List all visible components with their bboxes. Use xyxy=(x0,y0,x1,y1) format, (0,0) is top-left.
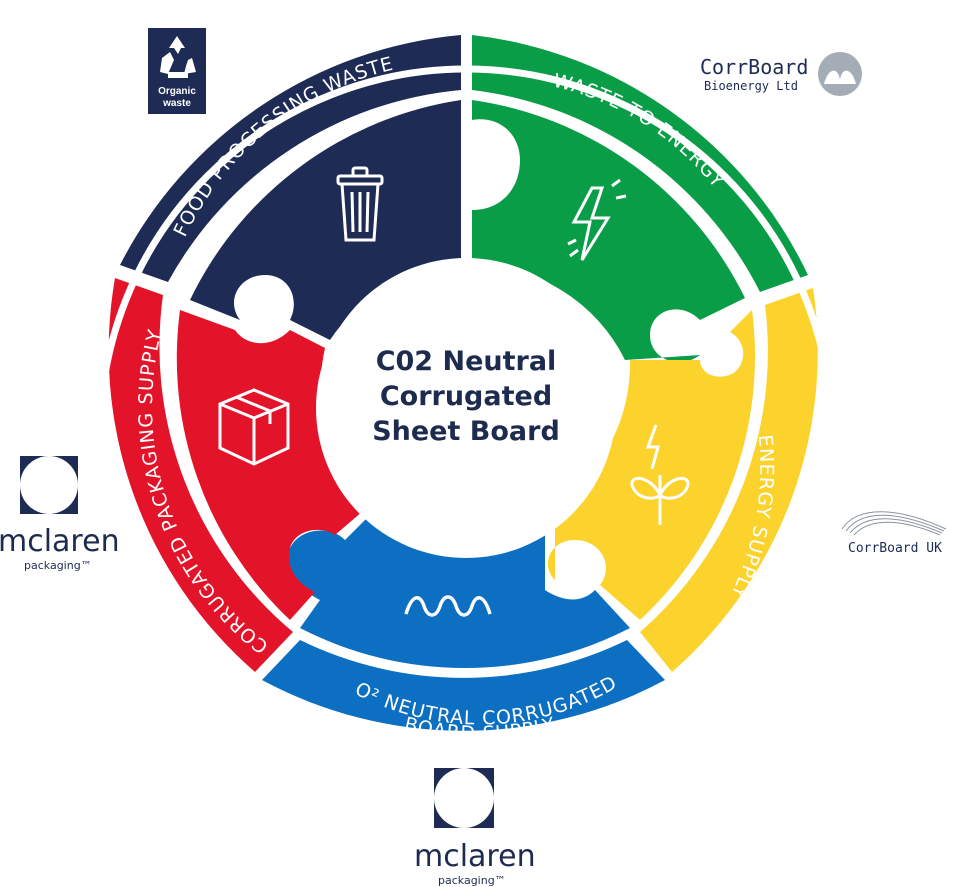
segment-energy-supply-outer xyxy=(640,288,818,672)
center-title-line-3: Sheet Board xyxy=(372,416,560,447)
trash-bin-icon xyxy=(336,166,384,242)
center-title-line-2: Corrugated xyxy=(380,381,552,412)
segment-corrugated-inner xyxy=(176,310,370,620)
corrboard-uk-logo: CorrBoard UK xyxy=(841,511,947,556)
mclaren-logo-left: mclaren packaging™ xyxy=(0,456,120,572)
segment-waste-to-energy-outer xyxy=(472,35,808,292)
mclaren-logo-bottom: mclaren packaging™ xyxy=(414,768,536,887)
mclaren-bottom-name: mclaren xyxy=(414,839,536,874)
segment-co2-board-inner xyxy=(287,510,630,669)
corrboard-bioenergy-sub: Bioenergy Ltd xyxy=(704,79,798,93)
organic-waste-logo: Organic waste xyxy=(148,28,206,114)
segment-corrugated-outer xyxy=(108,278,294,672)
corrboard-uk-wave-icon xyxy=(841,511,947,536)
segment-food-processing-outer xyxy=(120,35,461,282)
organic-waste-line-1: Organic xyxy=(158,86,196,97)
corrboard-bioenergy-logo: CorrBoard Bioenergy Ltd xyxy=(700,52,862,96)
segment-co2-board-outer xyxy=(262,640,665,731)
center-circle xyxy=(316,258,616,558)
mclaren-left-name: mclaren xyxy=(0,524,120,559)
outer-ring xyxy=(108,35,818,731)
segment-energy-supply-inner xyxy=(547,310,755,620)
mclaren-bottom-sub: packaging™ xyxy=(438,874,506,887)
box-icon xyxy=(218,388,290,466)
recycle-icon xyxy=(160,36,196,78)
corrboard-leaf-icon xyxy=(818,52,862,96)
wave-icon xyxy=(404,595,492,617)
corrboard-bioenergy-name: CorrBoard xyxy=(700,55,808,79)
center-title-line-1: C02 Neutral xyxy=(376,346,557,377)
organic-waste-line-2: waste xyxy=(162,98,191,109)
mclaren-left-sub: packaging™ xyxy=(24,559,92,572)
segment-waste-to-energy-inner xyxy=(472,100,745,363)
corrboard-uk-name: CorrBoard UK xyxy=(848,541,942,556)
lightning-bolt-icon xyxy=(567,178,627,261)
plant-energy-icon xyxy=(630,424,690,525)
